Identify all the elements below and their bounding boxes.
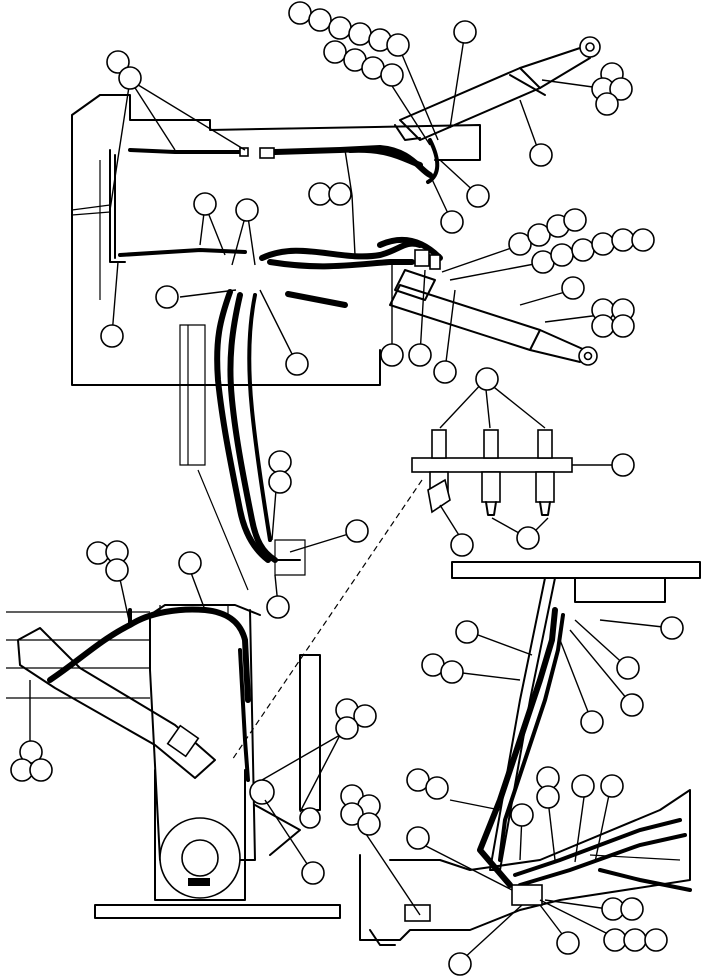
callout-manifold-bottom — [516, 526, 540, 550]
callout-cluster-top-center — [288, 1, 410, 87]
callout-arm-hose-a — [620, 693, 644, 717]
callout-bottom-left-hose — [178, 551, 202, 575]
callout-cluster-base-bottom — [603, 928, 668, 952]
callout-pair-arm-left — [421, 653, 464, 684]
callout-pair-hose-mid — [268, 450, 292, 494]
callout-upper-cylinder-b — [529, 143, 553, 167]
callout-lower-a — [380, 343, 404, 367]
callout-pair-mid-top — [308, 182, 352, 206]
callout-cluster-arm-right — [536, 766, 624, 809]
fitting-3 — [535, 429, 555, 516]
callout-cluster-bottom-left-corner — [10, 740, 53, 782]
lower-cylinder — [389, 269, 598, 366]
manifold — [231, 429, 573, 761]
callout-base-b — [556, 931, 580, 955]
callout-bracket — [345, 519, 369, 543]
callout-arm-fitting — [616, 656, 640, 680]
callout-manifold-elbow — [450, 533, 474, 557]
callout-manifold-top — [475, 367, 499, 391]
descending-hoses — [197, 289, 306, 591]
callout-lower-c — [433, 360, 457, 384]
callout-manifold-right — [611, 453, 635, 477]
callout-cluster-lower-cylinder — [591, 298, 635, 338]
callout-arm-top — [660, 616, 684, 640]
callout-base-a — [406, 826, 430, 850]
callout-cluster-bottom-right-left — [340, 784, 381, 836]
callout-arm-hose-b — [580, 710, 604, 734]
callout-lower-b — [408, 343, 432, 367]
fitting-2 — [481, 429, 501, 516]
callout-arm-mid — [510, 803, 534, 827]
bottom-right-arm — [359, 561, 701, 946]
callout-mid-c — [155, 285, 179, 309]
bottom-left-machine — [6, 604, 341, 919]
callout-pair-base-right — [601, 897, 644, 921]
top-frame — [71, 94, 481, 466]
callout-pair-arm-mid — [406, 768, 449, 800]
callout-balloons — [10, 1, 684, 976]
upper-cylinder — [394, 36, 601, 141]
callout-cluster-upper-right — [591, 62, 633, 116]
callout-cluster-mid-right — [508, 208, 655, 274]
callout-lower-cylinder-a — [561, 276, 585, 300]
callout-mid-a — [193, 192, 217, 216]
callout-upper-hose-a — [466, 184, 490, 208]
callout-base-c — [448, 952, 472, 976]
callout-mid-b — [235, 198, 259, 222]
callout-arm-left-a — [455, 620, 479, 644]
callout-cluster-top-left — [106, 50, 142, 90]
callout-swing — [301, 861, 325, 885]
callout-mid-d — [285, 352, 309, 376]
callout-cluster-bottom-center — [335, 698, 377, 740]
callout-pair-bottom-left — [86, 540, 129, 582]
callout-upper-hose-b — [440, 210, 464, 234]
callout-hose-bottom — [266, 595, 290, 619]
top-hoses — [109, 138, 443, 308]
callout-top-right-a — [453, 20, 477, 44]
callout-mid-left — [100, 324, 124, 348]
